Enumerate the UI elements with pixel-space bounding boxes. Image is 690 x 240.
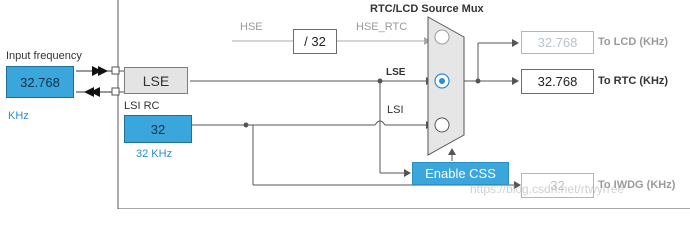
arrow-left-icon xyxy=(84,87,94,97)
lse-oscillator-box: LSE xyxy=(124,67,188,94)
mux-radio-lsi xyxy=(434,117,450,133)
mux-title: RTC/LCD Source Mux xyxy=(370,3,484,15)
arrow-right-icon xyxy=(92,66,102,76)
mux-lse-label: LSE xyxy=(386,67,406,78)
input-frequency-unit: KHz xyxy=(8,110,29,122)
input-frequency-field[interactable]: 32.768 xyxy=(6,66,74,98)
watermark-text: https://blog.csdn.net/rtwyrree xyxy=(470,182,625,196)
pin-osc-in xyxy=(111,66,120,75)
lcd-output-label: To LCD (KHz) xyxy=(598,36,669,48)
input-frequency-title: Input frequency xyxy=(6,50,82,62)
hse-rtc-label: HSE_RTC xyxy=(356,21,408,33)
rtc-output-field: 32.768 xyxy=(521,69,594,94)
rtc-output-label: To RTC (KHz) xyxy=(598,75,669,87)
hse-label: HSE xyxy=(240,21,263,33)
lsi-rc-unit: 32 KHz xyxy=(136,148,173,160)
clock-diagram-wires xyxy=(76,0,690,209)
mux-radio-hse xyxy=(434,29,450,45)
hse-divider-select[interactable]: / 32 xyxy=(293,29,337,54)
enable-css-button[interactable]: Enable CSS xyxy=(412,162,509,185)
lsi-rc-value: 32 xyxy=(124,115,192,143)
iwdg-output-field: 32 xyxy=(521,173,594,198)
lsi-rc-title: LSI RC xyxy=(124,100,160,112)
lcd-output-field: 32.768 xyxy=(521,31,594,54)
iwdg-output-label: To IWDG (KHz) xyxy=(598,179,676,191)
mux-lsi-label: LSI xyxy=(387,104,404,116)
pin-osc-out xyxy=(111,87,120,96)
